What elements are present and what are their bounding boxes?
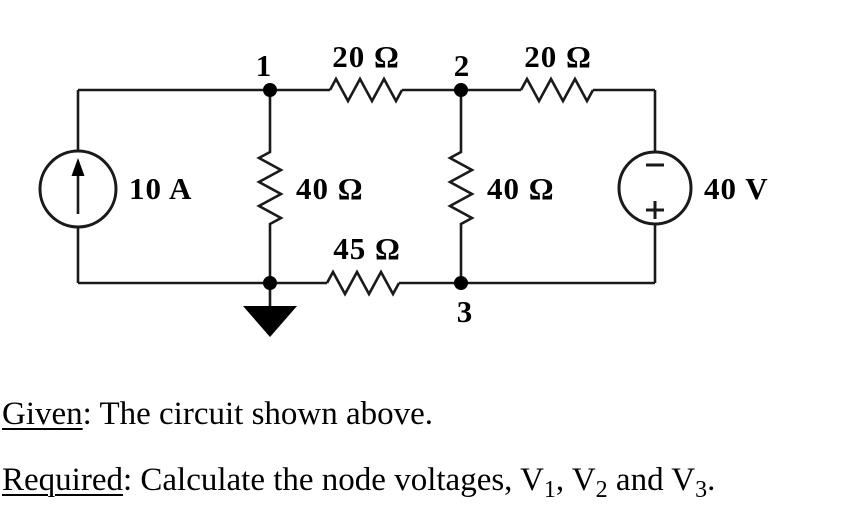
required-text: : Calculate the node voltages, V	[122, 462, 544, 498]
resistor-45ohm-label: 45 Ω	[333, 231, 401, 266]
resistor-20ohm-left-zigzag	[328, 76, 404, 104]
v3-subscript: 3	[695, 477, 708, 503]
circuit-diagram: 1 20 Ω 2 20 Ω 40 Ω 40 Ω 45 Ω 3 10 A 40 V	[38, 39, 769, 337]
voltage-source-plus-icon	[646, 201, 664, 219]
voltage-source-label: 40 V	[704, 171, 769, 206]
current-source-label: 10 A	[129, 171, 192, 206]
given-label: Given	[2, 396, 83, 432]
required-period: .	[707, 462, 716, 498]
required-line: Required: Calculate the node voltages, V…	[2, 462, 716, 502]
resistor-20ohm-right-label: 20 Ω	[524, 39, 592, 74]
node-1-dot	[263, 83, 277, 97]
resistor-20ohm-left-label: 20 Ω	[332, 39, 400, 74]
v1-subscript: 1	[543, 477, 556, 503]
required-separator-1: , V	[555, 462, 596, 498]
v2-subscript: 2	[595, 477, 608, 503]
node-3-label: 3	[457, 294, 474, 329]
given-text: : The circuit shown above.	[82, 396, 434, 432]
node-3-dot	[454, 276, 468, 290]
node-2-dot	[454, 83, 468, 97]
resistor-20ohm-right-zigzag	[519, 76, 595, 104]
required-separator-2: and V	[607, 462, 696, 498]
node-1-label: 1	[256, 48, 273, 83]
resistor-40ohm-right-label: 40 Ω	[487, 171, 555, 206]
required-label: Required	[2, 462, 123, 498]
resistor-40ohm-right-branch	[447, 90, 475, 283]
resistor-45ohm-zigzag	[325, 269, 401, 297]
current-source-arrowhead-icon	[71, 158, 85, 176]
node-2-label: 2	[454, 48, 471, 83]
given-line: Given: The circuit shown above.	[2, 396, 433, 432]
ground-node-dot	[263, 276, 277, 290]
ground-icon	[243, 306, 297, 337]
resistor-40ohm-left-label: 40 Ω	[296, 171, 364, 206]
resistor-40ohm-left-branch	[256, 90, 284, 283]
